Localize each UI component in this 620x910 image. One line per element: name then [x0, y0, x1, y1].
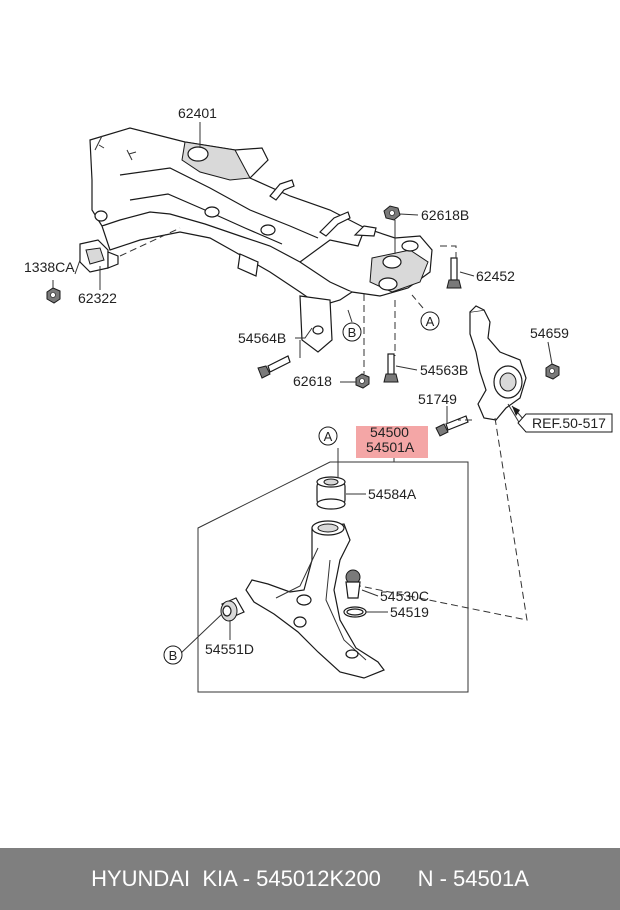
bolt-62452: [446, 257, 462, 289]
callout-a-top: A: [420, 311, 440, 331]
label-ref: REF.50-517: [532, 415, 606, 431]
label-62401: 62401: [178, 105, 217, 121]
label-54519: 54519: [390, 604, 429, 620]
label-62452: 62452: [476, 268, 515, 284]
nut-1338CA: [46, 287, 61, 304]
label-54563B: 54563B: [420, 362, 468, 378]
callout-a-mid: A: [318, 426, 338, 446]
ball-joint-54530C: [345, 569, 361, 599]
label-1338CA: 1338CA: [24, 259, 75, 275]
bushing-54551D: [220, 597, 245, 622]
ref-pointer: [511, 405, 613, 433]
bolt-54564B: [257, 355, 291, 379]
parts-diagram: A B A B 62401 62618B 1338CA 62452 62322 …: [24, 105, 613, 693]
label-54501A: 54501A: [366, 439, 415, 455]
highlight-box: [356, 426, 428, 458]
label-51749: 51749: [418, 391, 457, 407]
snap-ring-54519: [343, 606, 367, 618]
svg-text:A: A: [426, 314, 435, 329]
label-54500: 54500: [370, 424, 409, 440]
bushing-54584A: [316, 476, 346, 510]
nut-54659: [545, 363, 560, 380]
label-54564B: 54564B: [238, 330, 286, 346]
footer-bar: HYUNDAI KIA - 545012K200 N - 54501A: [0, 848, 620, 910]
label-54551D: 54551D: [205, 641, 254, 657]
footer-text: HYUNDAI KIA - 545012K200 N - 54501A: [91, 866, 529, 891]
nut-62618: [355, 373, 370, 389]
svg-text:B: B: [169, 648, 178, 663]
label-62322: 62322: [78, 290, 117, 306]
nut-62618B: [383, 205, 401, 221]
dashed-lines: [119, 227, 528, 621]
mount-bracket-62322: [79, 239, 119, 273]
callout-b-bottom: B: [163, 645, 183, 665]
callout-b-top: B: [342, 322, 362, 342]
svg-text:A: A: [324, 429, 333, 444]
leader-lines: [52, 122, 553, 655]
label-54530C: 54530C: [380, 588, 429, 604]
label-62618: 62618: [293, 373, 332, 389]
label-62618B: 62618B: [421, 207, 469, 223]
svg-text:B: B: [348, 325, 357, 340]
steering-knuckle: [469, 305, 527, 421]
lower-control-arm: [245, 520, 385, 679]
label-54584A: 54584A: [368, 486, 417, 502]
bolt-54563B: [383, 353, 399, 383]
subframe-62401: [89, 127, 433, 353]
bolt-51749: [435, 415, 469, 437]
label-54659: 54659: [530, 325, 569, 341]
